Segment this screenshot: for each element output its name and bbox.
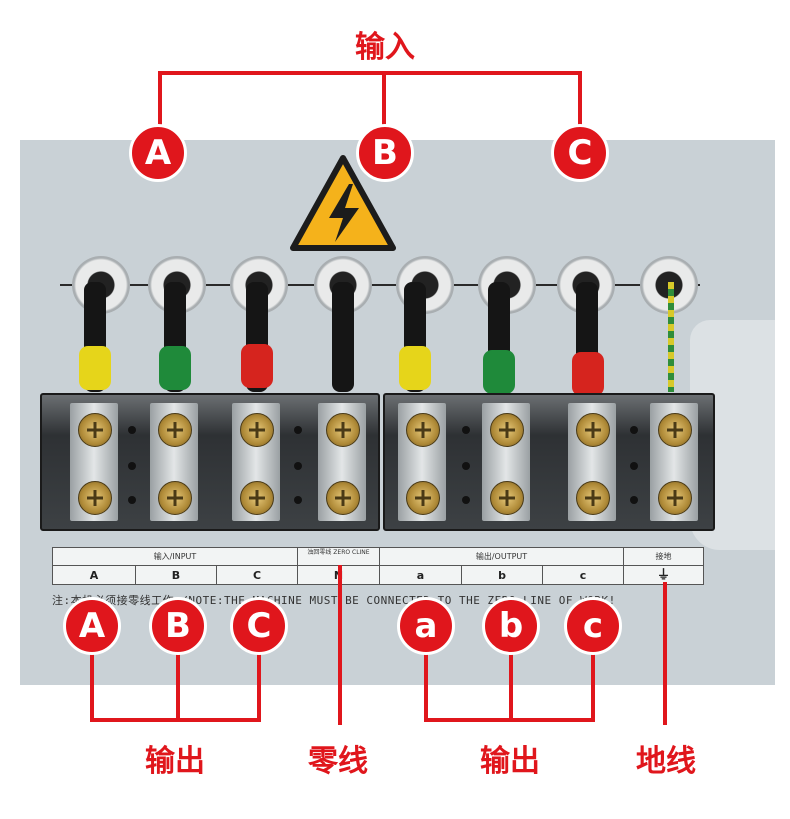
terminal-screw — [490, 481, 524, 515]
output-right-label: 输出 — [480, 744, 540, 779]
cell-output-a: a — [379, 566, 461, 585]
mount-hole — [128, 462, 136, 470]
mount-hole — [128, 426, 136, 434]
terminal-screw — [406, 481, 440, 515]
output-left-bracket-base — [90, 718, 261, 722]
high-voltage-warning-icon — [290, 155, 396, 251]
output-right-bracket-a — [424, 640, 428, 722]
cell-input-b: B — [135, 566, 216, 585]
sleeve-red-input — [241, 344, 273, 388]
mount-hole — [128, 496, 136, 504]
mount-hole — [294, 462, 302, 470]
mount-hole — [630, 496, 638, 504]
input-bracket-top — [158, 71, 582, 75]
terminal-screw — [78, 481, 112, 515]
output-badge-c: c — [564, 597, 622, 655]
output-left-bracket-a — [90, 640, 94, 722]
input-top-label: 输入 — [355, 30, 415, 65]
mount-hole — [630, 426, 638, 434]
output-left-bracket-b — [176, 640, 180, 722]
output-badge-B: B — [149, 597, 207, 655]
input-bracket-mid — [382, 71, 386, 131]
ground-symbol-icon: ⏚ — [623, 566, 703, 585]
input-badge-b: B — [356, 124, 414, 182]
sleeve-red-output — [572, 352, 604, 396]
output-badge-A: A — [63, 597, 121, 655]
input-bracket-left — [158, 71, 162, 131]
ground-label: 地线 — [636, 744, 696, 779]
input-badge-c: C — [551, 124, 609, 182]
terminal-screw — [576, 413, 610, 447]
mount-hole — [294, 426, 302, 434]
terminal-screw — [490, 413, 524, 447]
sleeve-green-input — [159, 346, 191, 390]
neutral-label: 零线 — [308, 744, 368, 779]
input-bracket-right — [578, 71, 582, 131]
header-input: 输入/INPUT — [53, 548, 297, 566]
terminal-screw — [326, 481, 360, 515]
sleeve-green-output — [483, 350, 515, 394]
terminal-screw — [240, 413, 274, 447]
cell-input-c: C — [216, 566, 297, 585]
terminal-screw — [576, 481, 610, 515]
mount-hole — [630, 462, 638, 470]
terminal-screw — [240, 481, 274, 515]
header-zero: 浊回零线 ZERO CLINE — [297, 548, 379, 566]
output-right-bracket-base — [424, 718, 595, 722]
terminal-label-table: 输入/INPUT 浊回零线 ZERO CLINE 输出/OUTPUT 接地 A … — [52, 547, 704, 585]
output-left-bracket-c — [257, 640, 261, 722]
terminal-screw — [326, 413, 360, 447]
ground-wire — [668, 282, 674, 392]
terminal-screw — [78, 413, 112, 447]
output-left-label: 输出 — [145, 744, 205, 779]
sleeve-yellow-input — [79, 346, 111, 390]
output-badge-b: b — [482, 597, 540, 655]
terminal-screw — [658, 413, 692, 447]
cell-output-c: c — [542, 566, 623, 585]
output-right-bracket-c — [591, 640, 595, 722]
mount-hole — [462, 496, 470, 504]
terminal-screw — [158, 481, 192, 515]
output-badge-C: C — [230, 597, 288, 655]
mount-hole — [462, 426, 470, 434]
header-output: 输出/OUTPUT — [379, 548, 623, 566]
terminal-screw — [158, 413, 192, 447]
output-badge-a: a — [397, 597, 455, 655]
terminal-screw — [406, 413, 440, 447]
cell-output-b: b — [461, 566, 542, 585]
cell-input-a: A — [89, 569, 99, 582]
header-ground: 接地 — [623, 548, 703, 566]
cable-neutral — [332, 282, 354, 392]
output-right-bracket-b — [509, 640, 513, 722]
ground-line — [663, 582, 667, 725]
mount-hole — [294, 496, 302, 504]
panel-seam — [60, 284, 700, 286]
mount-hole — [462, 462, 470, 470]
sleeve-yellow-output — [399, 346, 431, 390]
neutral-line — [338, 565, 342, 725]
input-badge-a: A — [129, 124, 187, 182]
terminal-screw — [658, 481, 692, 515]
